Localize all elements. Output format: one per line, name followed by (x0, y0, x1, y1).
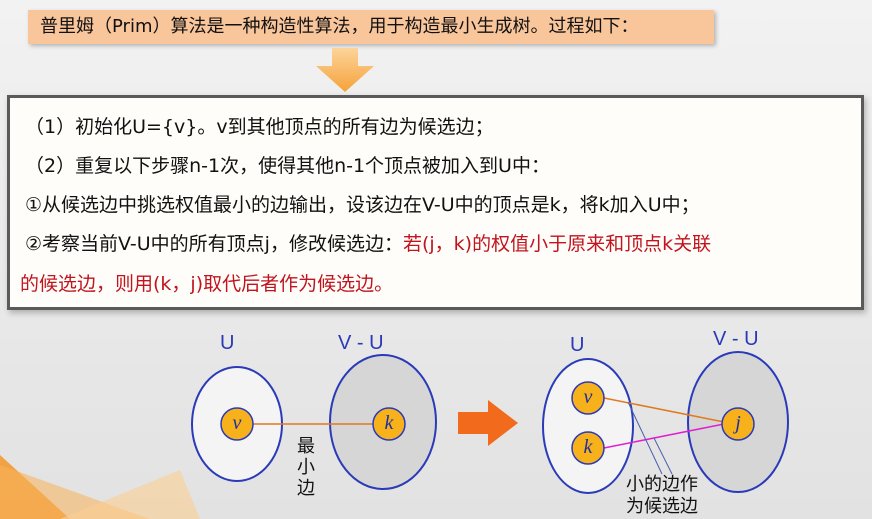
step-1-text: （1）初始化U={v}。v到其他顶点的所有边为候选边； (25, 116, 494, 138)
right-set-u-ellipse (542, 358, 634, 494)
right-edge-kj (603, 423, 725, 449)
step-4-text: ②考察当前V-U中的所有顶点j，修改候选边：若(j，k)的权值小于原来和顶点k关… (25, 229, 711, 256)
right-set-u-label: U (570, 334, 585, 356)
right-vertex-j-label: j (735, 412, 741, 434)
left-vertex-v (220, 407, 254, 441)
candidate-edge-note-line2: 为候选边 (626, 496, 698, 517)
left-set-u-label: U (220, 332, 235, 354)
left-set-vu-label: V - U (338, 332, 384, 354)
step-2-text: （2）重复以下步骤n-1次，使得其他n-1个顶点被加入到U中： (25, 155, 550, 177)
left-vertex-v-label: v (232, 412, 242, 434)
right-vertex-j (721, 407, 755, 441)
note-pointer-2 (653, 437, 673, 475)
page-title: 普里姆（Prim）算法是一种构造性算法，用于构造最小生成树。过程如下： (28, 10, 714, 44)
step-4-red-text: 若(j，k)的权值小于原来和顶点k关联 (402, 233, 712, 255)
step-4-black-text: ②考察当前V-U中的所有顶点j，修改候选边： (25, 233, 403, 255)
right-vertex-k (571, 431, 605, 465)
arrow-down-icon (316, 48, 374, 92)
note-pointer-1 (627, 401, 663, 475)
right-edge-vj (603, 397, 725, 423)
right-vertex-v-label: v (583, 386, 593, 408)
right-set-vu-label: V - U (713, 328, 759, 350)
right-vertex-v (571, 381, 605, 415)
step-3-text: ①从候选边中挑选权值最小的边输出，设该边在V-U中的顶点是k，将k加入U中； (25, 194, 700, 216)
candidate-edge-note-line1: 小的边作 (626, 474, 698, 495)
arrow-right-icon (458, 400, 518, 446)
left-min-edge-label: 最小边 (297, 436, 315, 499)
left-vertex-k-label: k (384, 412, 394, 434)
step-5-red-text: 的候选边，则用(k，j)取代后者作为候选边。 (20, 273, 394, 295)
left-vertex-k (372, 407, 406, 441)
algorithm-steps-box: （1）初始化U={v}。v到其他顶点的所有边为候选边； （2）重复以下步骤n-1… (7, 95, 864, 310)
right-vertex-k-label: k (583, 436, 593, 458)
